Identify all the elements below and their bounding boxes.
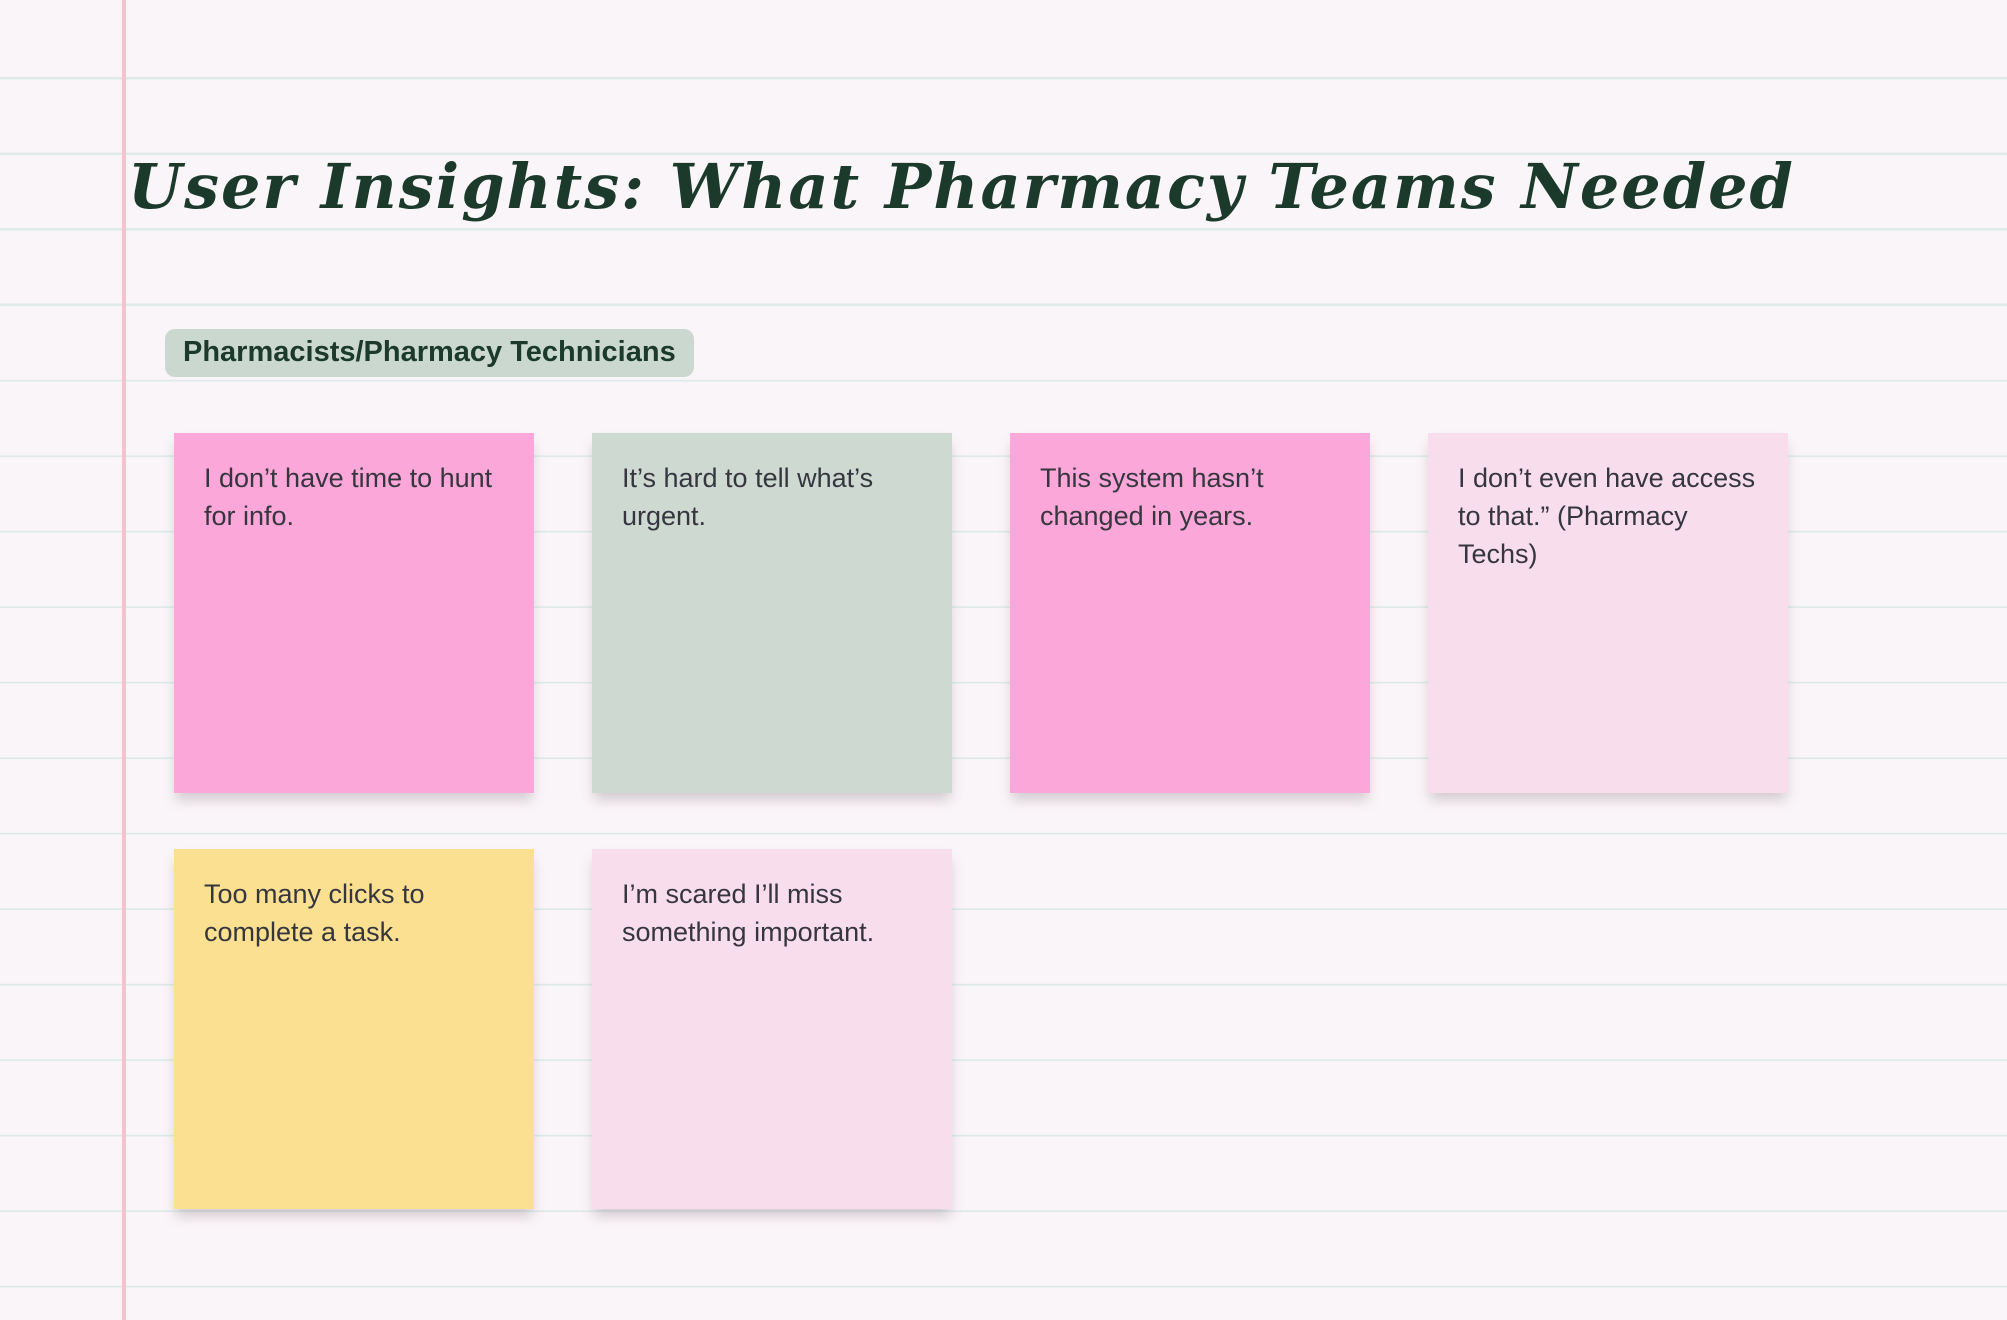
notebook-margin-line: [122, 0, 126, 1320]
sticky-note[interactable]: I don’t even have access to that.” (Phar…: [1428, 433, 1788, 793]
board-title[interactable]: User Insights: What Pharmacy Teams Neede…: [128, 149, 1795, 223]
sticky-note[interactable]: It’s hard to tell what’s urgent.: [592, 433, 952, 793]
section-label-pharmacists[interactable]: Pharmacists/Pharmacy Technicians: [165, 329, 694, 377]
sticky-note[interactable]: Too many clicks to complete a task.: [174, 849, 534, 1209]
sticky-note[interactable]: I don’t have time to hunt for info.: [174, 433, 534, 793]
sticky-note[interactable]: This system hasn’t changed in years.: [1010, 433, 1370, 793]
sticky-note[interactable]: I’m scared I’ll miss something important…: [592, 849, 952, 1209]
